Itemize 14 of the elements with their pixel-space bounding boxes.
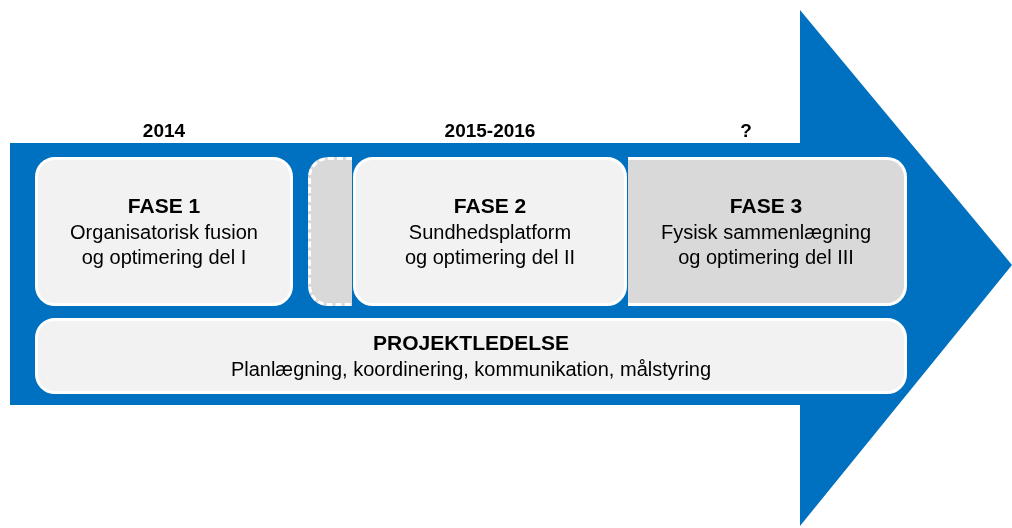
phase-description: Fysisk sammenlægning og optimering del III	[659, 219, 873, 270]
phase-title: PROJEKTLEDELSE	[372, 330, 569, 355]
management-bar	[35, 318, 907, 394]
phase-description: Planlægning, koordinering, kommunikation, målstyring	[230, 356, 712, 382]
year-label: 2014	[141, 120, 187, 142]
phase-description: Organisatorisk fusion og optimering del I	[69, 219, 259, 270]
arrow-shape	[10, 10, 1012, 527]
phase-title: FASE 1	[127, 193, 201, 218]
phase-description: Sundhedsplatform og optimering del II	[403, 219, 577, 270]
phase-title: FASE 2	[453, 193, 527, 218]
year-label: ?	[739, 120, 753, 142]
year-label: 2015-2016	[443, 120, 537, 142]
phase-title: FASE 3	[729, 193, 803, 218]
placeholder-box	[308, 157, 352, 306]
